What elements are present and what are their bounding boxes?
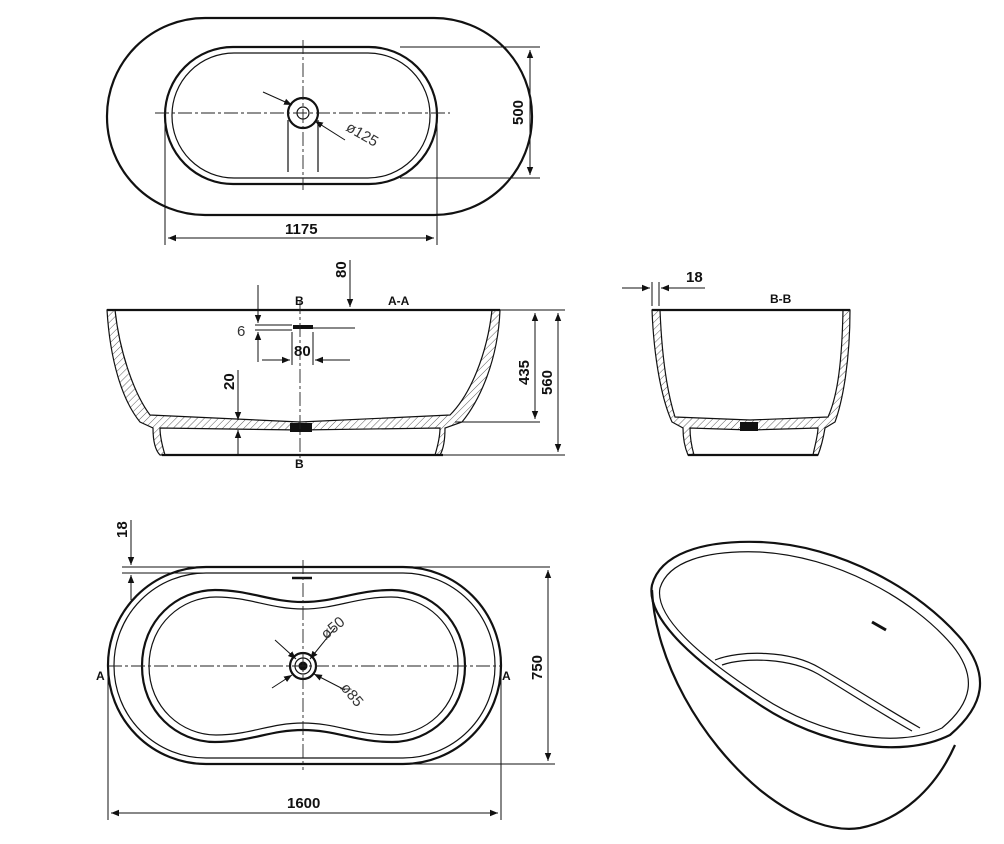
- section-aa-dim80-top: 80: [333, 261, 350, 278]
- top-view-drain-leader-b: [314, 120, 346, 141]
- section-aa-cut-top: B: [295, 294, 304, 308]
- section-bb-dim18: 18: [686, 269, 703, 286]
- perspective-basin-floor-2: [721, 659, 913, 732]
- plan-view-cut-right: A: [502, 669, 511, 683]
- plan-view-dim1600: 1600: [287, 795, 320, 812]
- plan-view-leader-50-a: [274, 639, 297, 660]
- plan-view-leader-50-b: [309, 627, 336, 660]
- section-aa-dim6: 6: [237, 323, 245, 340]
- plan-view-leader-85-b: [313, 673, 346, 691]
- section-aa-overflow: [293, 325, 313, 329]
- plan-view-dim750: 750: [529, 655, 546, 680]
- section-aa-dim435: 435: [516, 360, 533, 385]
- section-bb-drain: [740, 422, 758, 431]
- perspective-rim-outer: [650, 540, 982, 749]
- section-aa: A-A B B 80 6 80 20: [106, 260, 565, 471]
- perspective-overflow: [871, 620, 887, 632]
- section-aa-drain: [290, 423, 312, 432]
- plan-view-leader-85-a: [271, 674, 293, 689]
- perspective-basin-floor: [714, 652, 921, 729]
- top-view-overflow-channel: [287, 120, 319, 172]
- plan-view-drain-50: ø50: [318, 613, 349, 643]
- top-view-basin-outer: [163, 45, 439, 186]
- perspective-rim-inner: [659, 551, 969, 739]
- top-view-basin-inner: [171, 52, 431, 179]
- top-view: ø125 500 1175: [105, 16, 540, 245]
- section-bb-shell: [651, 309, 851, 456]
- top-view-drain-dim: ø125: [343, 119, 381, 151]
- section-bb: B-B 18: [622, 269, 851, 457]
- top-view-width-dim: 1175: [285, 221, 318, 238]
- top-view-drain-leader-a: [262, 91, 293, 106]
- perspective-body: [650, 589, 957, 830]
- top-view-height-dim: 500: [510, 100, 527, 125]
- section-aa-dim20: 20: [221, 373, 238, 390]
- section-bb-title: B-B: [770, 292, 792, 306]
- plan-view-cut-left: A: [96, 669, 105, 683]
- section-aa-cut-bottom: B: [295, 457, 304, 471]
- section-aa-dim80-drain: 80: [294, 343, 311, 360]
- section-aa-shell: [106, 309, 501, 456]
- plan-view-basin-inner: [148, 596, 459, 736]
- plan-view-drain-85: ø85: [337, 680, 367, 711]
- plan-view-dim18: 18: [114, 521, 131, 538]
- perspective-view: [650, 540, 982, 830]
- section-aa-dim560: 560: [539, 370, 556, 395]
- plan-view-basin-outer: [140, 588, 467, 744]
- section-aa-title: A-A: [388, 294, 410, 308]
- plan-view: A A ø50 ø85 18 750 1600: [96, 520, 555, 820]
